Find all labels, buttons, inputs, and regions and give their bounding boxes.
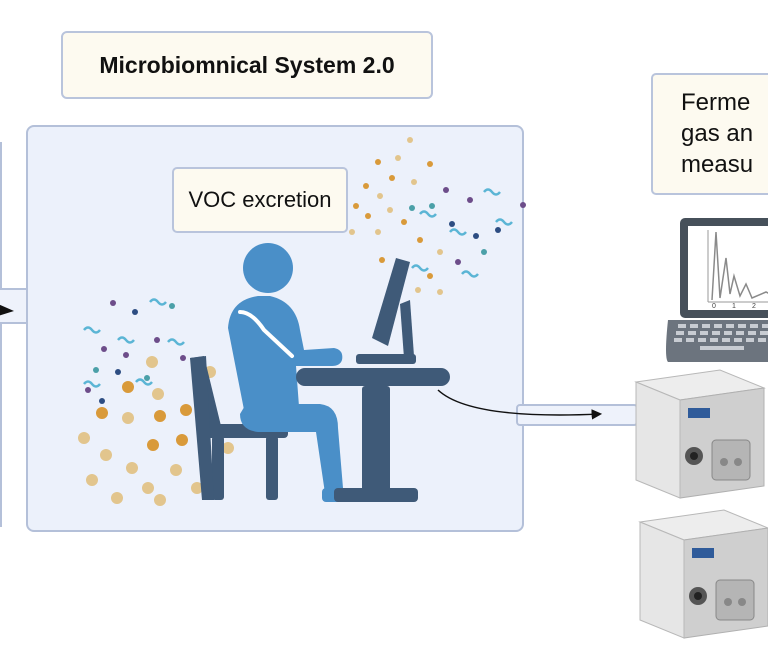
laptop-tick-1: 1 xyxy=(732,303,736,310)
chair-icon xyxy=(190,356,288,500)
voc-particles-right xyxy=(349,137,526,295)
system-title-box: Microbiomnical System 2.0 xyxy=(61,31,433,99)
laptop-icon: 0 1 2 xyxy=(666,218,768,362)
fermentation-label-box: Ferme gas an measu xyxy=(651,73,768,195)
voc-excretion-label: VOC excretion xyxy=(188,187,332,212)
desk-icon xyxy=(296,368,450,502)
system-title: Microbiomnical System 2.0 xyxy=(99,51,395,78)
person-icon xyxy=(228,243,348,502)
fermentation-label-line3: measu xyxy=(681,151,754,178)
voc-excretion-box: VOC excretion xyxy=(172,167,348,233)
left-room-edge xyxy=(0,142,2,527)
outflow-arrow xyxy=(437,389,603,420)
computer-monitor-icon xyxy=(356,258,416,364)
laptop-tick-2: 2 xyxy=(752,303,756,310)
gas-analyzer-device-1 xyxy=(634,369,766,499)
fermentation-label-line1: Ferme xyxy=(681,89,751,116)
gas-analyzer-device-2 xyxy=(638,509,768,639)
fermentation-label-line2: gas an xyxy=(681,120,754,147)
laptop-tick-0: 0 xyxy=(712,303,716,310)
inlet-arrow xyxy=(0,304,14,316)
